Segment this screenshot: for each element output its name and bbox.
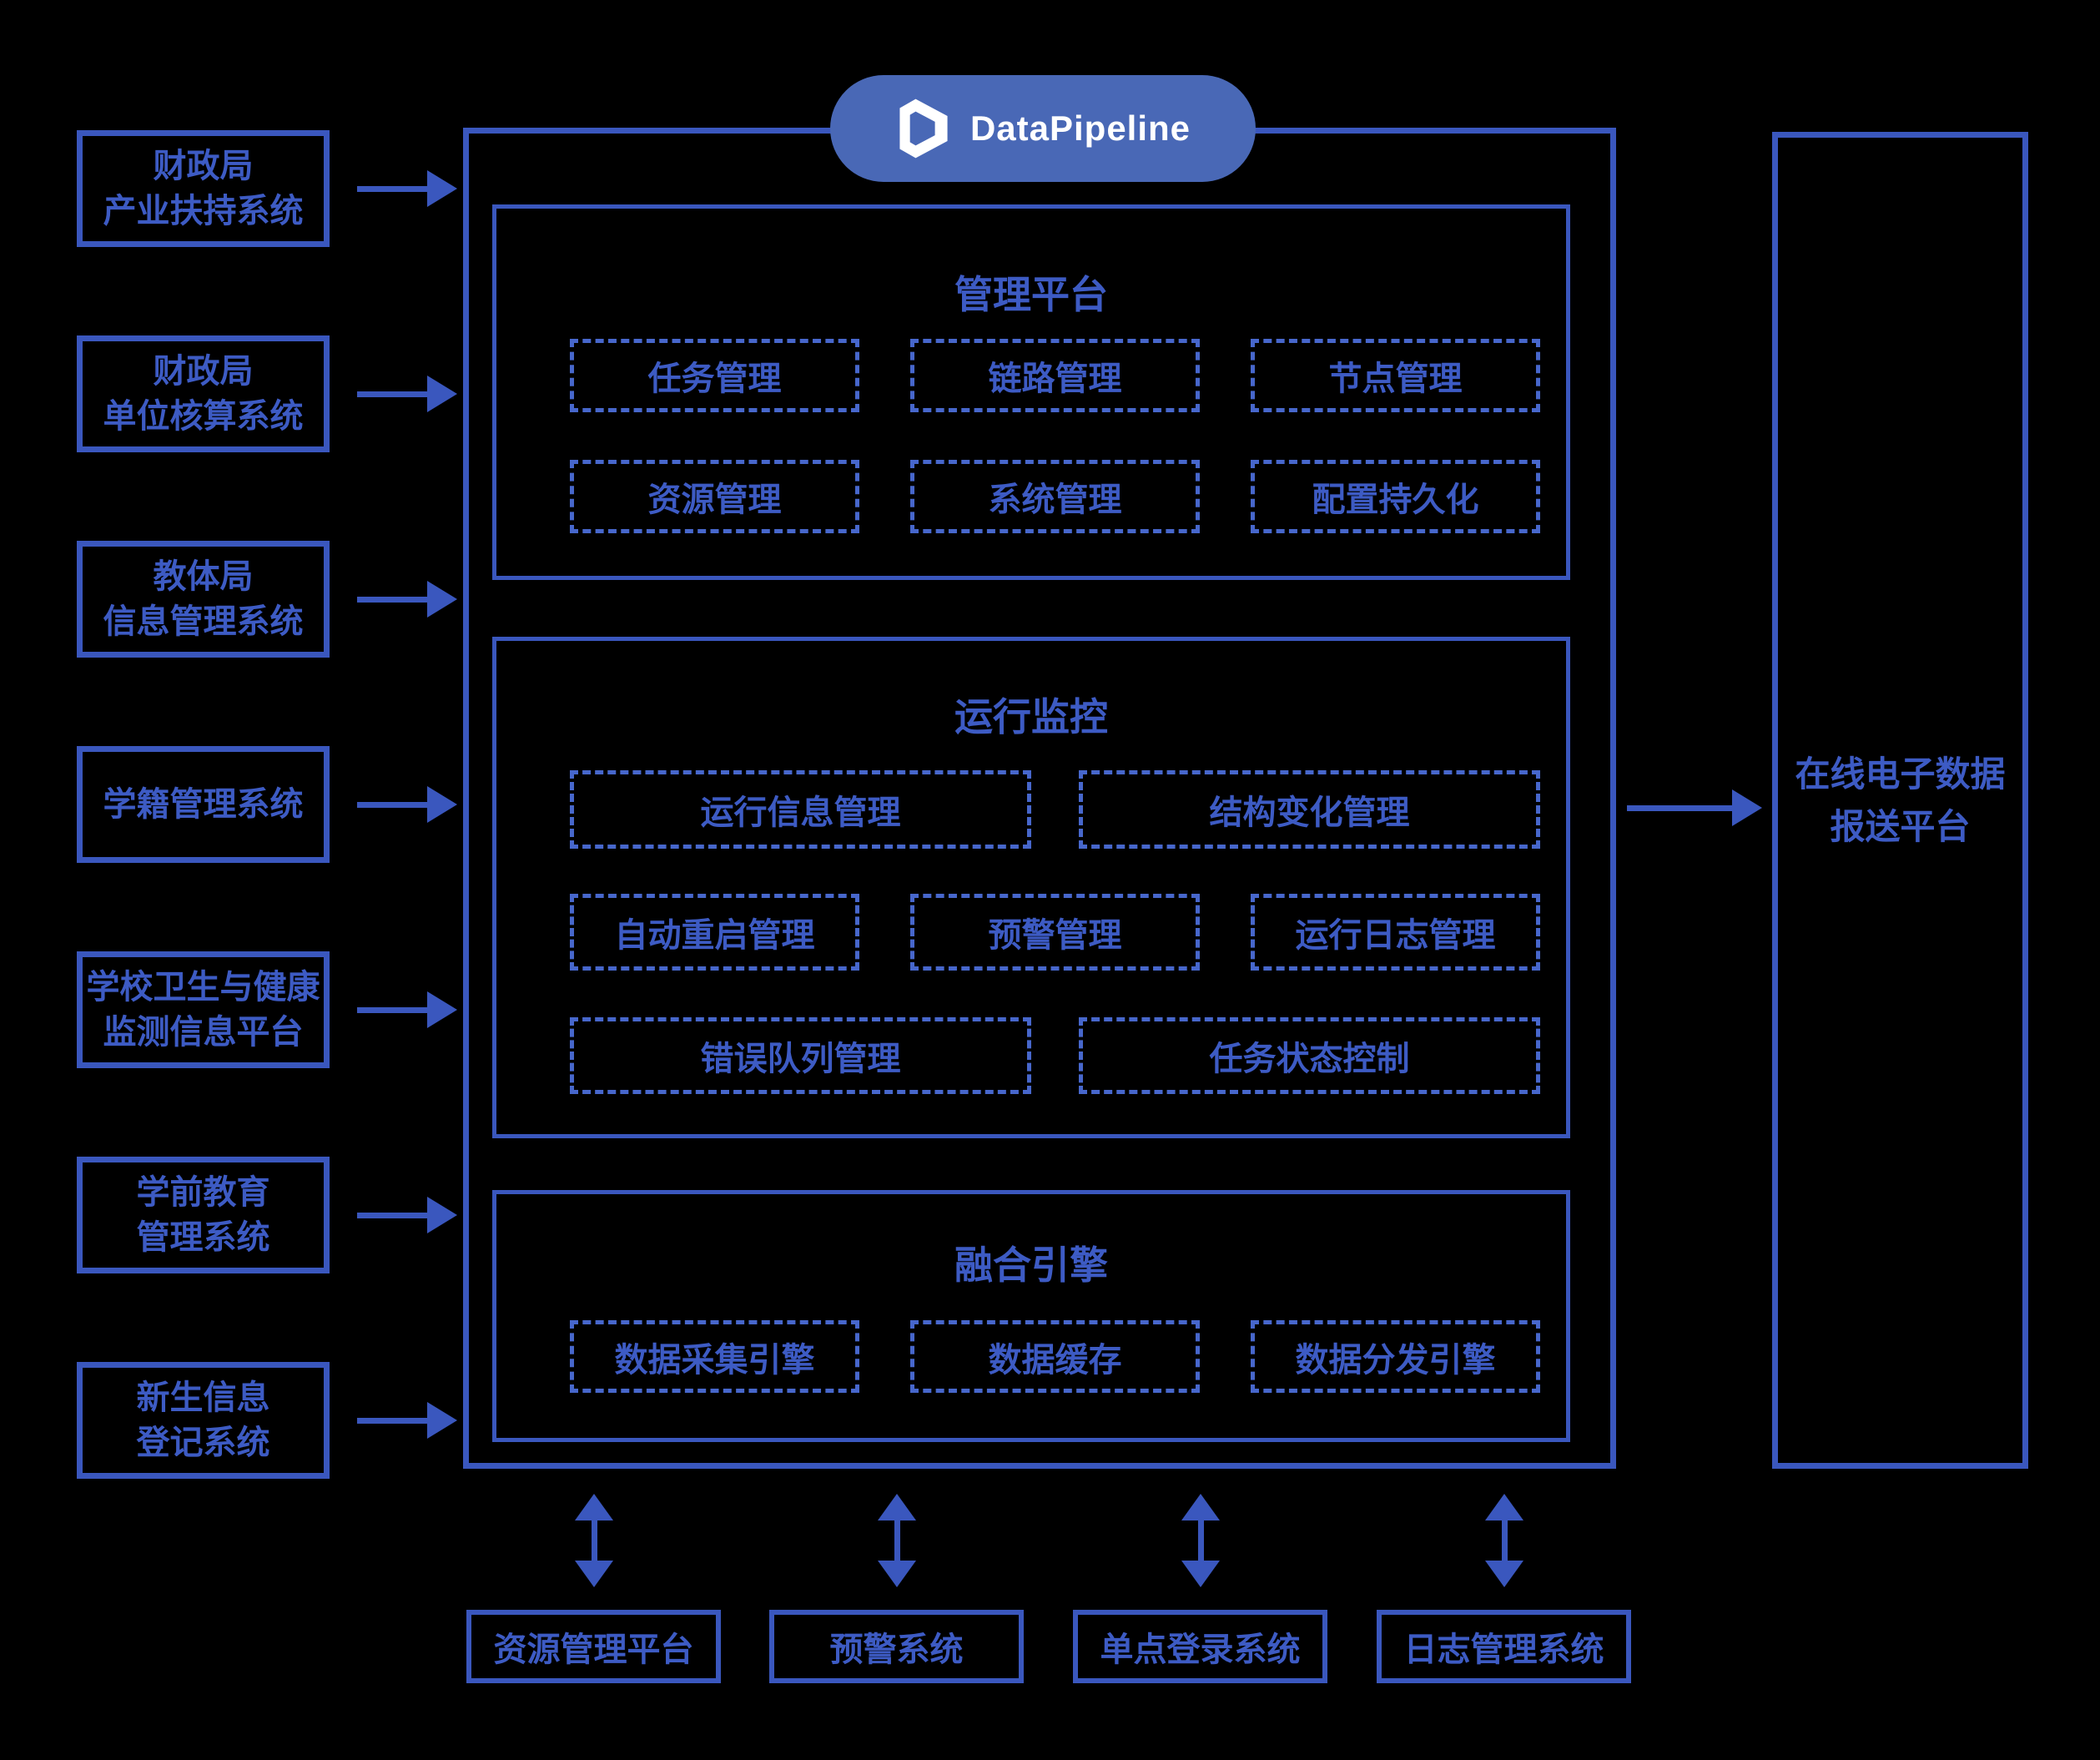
module-data-cache: 数据缓存 — [910, 1320, 1200, 1393]
source-system-box-health-monitor: 学校卫生与健康 监测信息平台 — [77, 951, 330, 1068]
arrow-head-up-icon — [1181, 1494, 1220, 1520]
module-data-distribution-engine: 数据分发引擎 — [1251, 1320, 1540, 1393]
module-data-collection-engine: 数据采集引擎 — [570, 1320, 859, 1393]
arrow-head-down-icon — [1181, 1561, 1220, 1587]
module-task-management: 任务管理 — [570, 339, 859, 412]
external-system-resource-platform: 资源管理平台 — [466, 1610, 721, 1683]
source-system-box-newstudent: 新生信息 登记系统 — [77, 1362, 330, 1479]
external-system-log-management: 日志管理系统 — [1377, 1610, 1631, 1683]
arrow-head-icon — [427, 581, 457, 618]
section-operation-monitoring — [492, 637, 1570, 1138]
arrow-head-up-icon — [1485, 1494, 1523, 1520]
arrow-head-icon — [427, 786, 457, 823]
module-node-management: 节点管理 — [1251, 339, 1540, 412]
flow-arrow-icon — [357, 170, 457, 207]
module-auto-restart-management: 自动重启管理 — [570, 894, 859, 971]
flow-arrow-icon — [357, 786, 457, 823]
flow-arrow-icon — [357, 1402, 457, 1439]
source-system-box-finance-accounting: 财政局 单位核算系统 — [77, 335, 330, 452]
arrow-head-icon — [427, 1197, 457, 1233]
bidirectional-arrow-icon — [1485, 1494, 1523, 1587]
online-reporting-platform-box: 在线电子数据 报送平台 — [1772, 132, 2028, 1469]
module-structure-change-management: 结构变化管理 — [1079, 770, 1540, 849]
datapipeline-prism-icon — [899, 98, 948, 159]
module-link-management: 链路管理 — [910, 339, 1200, 412]
module-config-persistence: 配置持久化 — [1251, 460, 1540, 533]
source-system-box-preschool: 学前教育 管理系统 — [77, 1157, 330, 1273]
arrow-shaft — [1501, 1520, 1508, 1561]
module-error-queue-management: 错误队列管理 — [570, 1017, 1031, 1094]
arrow-shaft — [357, 391, 427, 397]
datapipeline-logo-badge: DataPipeline — [830, 75, 1256, 182]
arrow-shaft — [357, 1212, 427, 1218]
logo-wordmark: DataPipeline — [969, 108, 1191, 148]
arrow-shaft — [894, 1520, 900, 1561]
module-system-management: 系统管理 — [910, 460, 1200, 533]
arrow-shaft — [357, 596, 427, 603]
module-running-log-management: 运行日志管理 — [1251, 894, 1540, 971]
flow-arrow-to-reporting-icon — [1627, 789, 1762, 826]
arrow-head-down-icon — [575, 1561, 613, 1587]
module-alert-management: 预警管理 — [910, 894, 1200, 971]
arrow-shaft — [1197, 1520, 1204, 1561]
section-title-fusion: 融合引擎 — [954, 1243, 1108, 1287]
section-fusion-engine — [492, 1190, 1570, 1442]
arrow-head-icon — [427, 991, 457, 1028]
arrow-head-icon — [427, 170, 457, 207]
source-system-box-student-registry: 学籍管理系统 — [77, 746, 330, 863]
section-title-monitoring: 运行监控 — [954, 695, 1108, 739]
module-resource-management: 资源管理 — [570, 460, 859, 533]
section-management-platform — [492, 204, 1570, 580]
arrow-shaft — [591, 1520, 597, 1561]
arrow-shaft — [357, 1006, 427, 1013]
arrow-head-down-icon — [1485, 1561, 1523, 1587]
arrow-head-icon — [427, 1402, 457, 1439]
arrow-head-up-icon — [878, 1494, 916, 1520]
section-title-management: 管理平台 — [954, 273, 1108, 316]
arrow-shaft — [357, 1417, 427, 1424]
source-system-box-finance-industry: 财政局 产业扶持系统 — [77, 130, 330, 247]
arrow-shaft — [357, 185, 427, 192]
module-running-info-management: 运行信息管理 — [570, 770, 1031, 849]
flow-arrow-icon — [357, 376, 457, 412]
arrow-shaft — [1627, 804, 1732, 811]
source-system-box-education-info: 教体局 信息管理系统 — [77, 541, 330, 658]
bidirectional-arrow-icon — [878, 1494, 916, 1587]
flow-arrow-icon — [357, 581, 457, 618]
external-system-alert: 预警系统 — [769, 1610, 1024, 1683]
arrow-head-icon — [427, 376, 457, 412]
module-task-status-control: 任务状态控制 — [1079, 1017, 1540, 1094]
arrow-shaft — [357, 801, 427, 808]
flow-arrow-icon — [357, 1197, 457, 1233]
flow-arrow-icon — [357, 991, 457, 1028]
bidirectional-arrow-icon — [575, 1494, 613, 1587]
arrow-head-up-icon — [575, 1494, 613, 1520]
arrow-head-icon — [1732, 789, 1762, 826]
arrow-head-down-icon — [878, 1561, 916, 1587]
bidirectional-arrow-icon — [1181, 1494, 1220, 1587]
external-system-sso: 单点登录系统 — [1073, 1610, 1327, 1683]
